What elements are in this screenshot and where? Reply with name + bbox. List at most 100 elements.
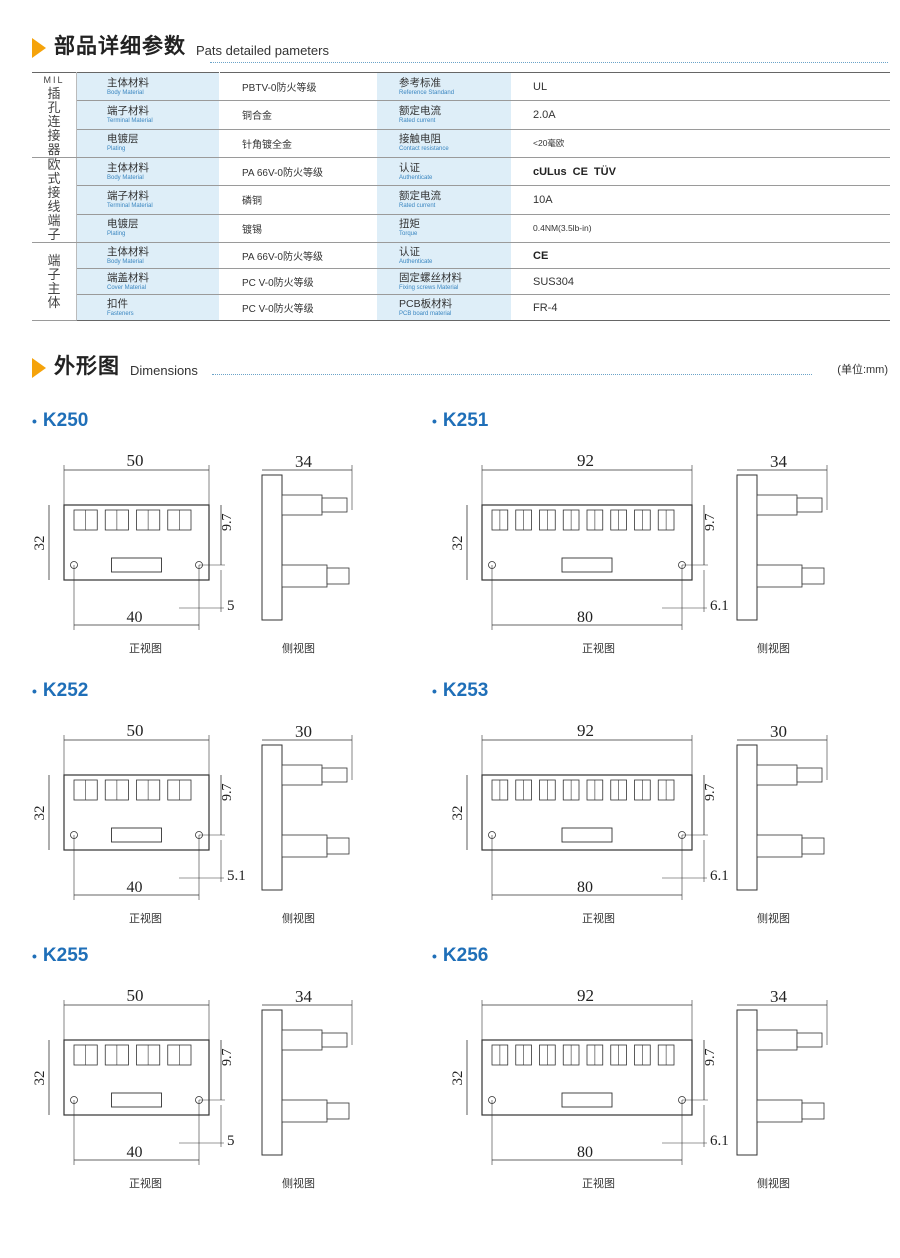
- dimension-offset: 9.7: [703, 1049, 718, 1067]
- ce-mark-icon: CE: [572, 165, 588, 178]
- param-value: UL: [511, 71, 890, 102]
- side-base: [736, 1009, 758, 1156]
- side-screw: [321, 767, 348, 783]
- side-view-drawing: 34: [261, 987, 353, 1156]
- group-char: 器: [47, 142, 61, 157]
- label-en: Reference Standand: [399, 89, 455, 96]
- side-view-drawing: 34: [736, 452, 828, 621]
- side-connector: [281, 1099, 328, 1123]
- label-en: Terminal Material: [107, 117, 153, 124]
- param-value: PA 66V-0防火等级: [219, 242, 377, 269]
- divider: [210, 62, 888, 63]
- param-value: 2.0A: [511, 100, 890, 130]
- group-char: 端: [47, 213, 61, 228]
- dimension-width: 50: [127, 451, 144, 470]
- side-view-caption: 侧视图: [757, 1178, 790, 1190]
- dimension-edge: 6.1: [710, 598, 729, 614]
- label-en: Cover Material: [107, 284, 147, 291]
- model-title: •K250: [32, 410, 89, 431]
- dimension-depth: 30: [770, 722, 787, 741]
- dimension-depth: 34: [295, 452, 313, 471]
- side-screw: [796, 767, 823, 783]
- dimension-width: 50: [127, 986, 144, 1005]
- side-base: [261, 474, 283, 621]
- param-group: 欧式接线端子: [32, 157, 77, 243]
- side-view-caption: 侧视图: [282, 643, 315, 655]
- label-cn: PCB板材料: [399, 297, 453, 310]
- dimension-offset: 9.7: [703, 784, 718, 802]
- group-char: 子: [47, 227, 61, 242]
- dimension-hole-spacing: 40: [127, 1144, 143, 1161]
- label-en: Authenticate: [399, 258, 433, 265]
- label-cn: 端子材料: [107, 104, 149, 117]
- side-connector: [281, 834, 328, 858]
- side-terminal: [281, 764, 323, 786]
- side-view-caption: 侧视图: [282, 1178, 315, 1190]
- label-cn: 端盖材料: [107, 271, 149, 284]
- dimension-edge: 5.1: [227, 868, 246, 884]
- ul-mark-icon: cULus: [533, 165, 567, 178]
- unit-label: (单位:mm): [837, 364, 888, 376]
- dimension-depth: 34: [295, 987, 313, 1006]
- dimension-height: 32: [450, 806, 466, 821]
- dimensions-title-en: Dimensions: [130, 363, 198, 378]
- label-en: Rated current: [399, 202, 436, 209]
- label-en: Contact resistance: [399, 146, 449, 153]
- side-view-caption: 侧视图: [757, 643, 790, 655]
- group-small-label: MIL: [43, 75, 65, 85]
- side-base: [261, 1009, 283, 1156]
- dimension-height: 32: [32, 806, 48, 821]
- model-title: •K251: [432, 410, 489, 431]
- model-title: •K253: [432, 680, 489, 701]
- label-en: Fasteners: [107, 310, 134, 317]
- params-title-cn: 部品详细参数: [54, 35, 186, 58]
- side-connector: [281, 564, 328, 588]
- dimension-height: 32: [450, 1071, 466, 1086]
- side-connector: [756, 834, 803, 858]
- front-view-caption: 正视图: [582, 913, 615, 925]
- arrow-icon: [32, 38, 46, 58]
- param-value: 磷铜: [219, 185, 377, 215]
- group-char: 插: [47, 86, 61, 101]
- dimension-width: 92: [577, 451, 594, 470]
- param-value: 铜合金: [219, 100, 377, 130]
- param-value: 镀锡: [219, 214, 377, 244]
- group-char: 连: [47, 114, 61, 129]
- dimension-edge: 5: [227, 1133, 235, 1149]
- side-terminal: [281, 1029, 323, 1051]
- front-view-caption: 正视图: [582, 643, 615, 655]
- side-terminal: [281, 494, 323, 516]
- front-view-caption: 正视图: [129, 643, 162, 655]
- connector: [561, 1092, 613, 1108]
- group-char: 接: [47, 185, 61, 200]
- label-cn: 额定电流: [399, 104, 441, 117]
- param-value: PA 66V-0防火等级: [219, 157, 377, 187]
- dimension-height: 32: [450, 536, 466, 551]
- front-view-caption: 正视图: [582, 1178, 615, 1190]
- label-en: PCB board material: [399, 310, 452, 317]
- group-char: 孔: [47, 100, 61, 115]
- param-value: SUS304: [511, 268, 890, 295]
- model-name: K250: [42, 410, 89, 431]
- dimension-width: 92: [577, 721, 594, 740]
- label-cn: 接触电阻: [399, 133, 441, 146]
- connector: [111, 557, 162, 573]
- side-view-drawing: 34: [736, 987, 828, 1156]
